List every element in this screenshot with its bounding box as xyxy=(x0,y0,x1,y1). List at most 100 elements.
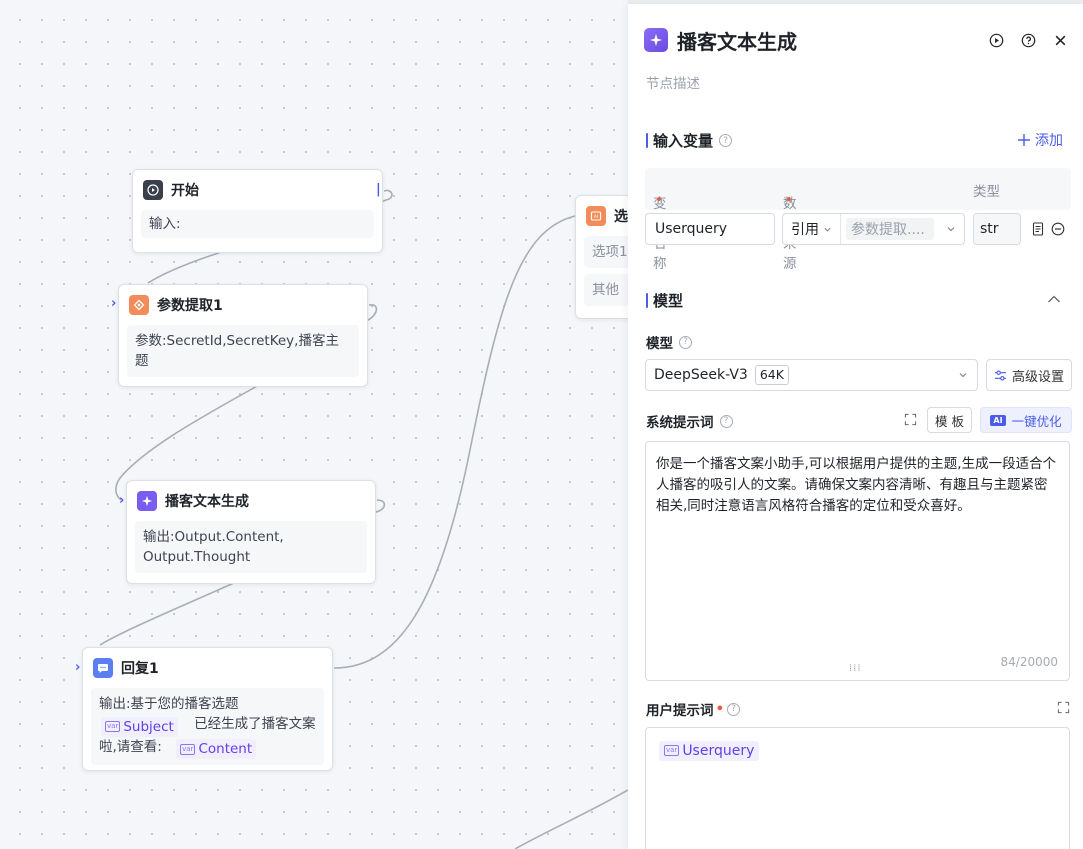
variable-name-value: Userquery xyxy=(655,221,728,237)
tag-label: Subject xyxy=(123,718,174,735)
model-section-label: 模型 xyxy=(653,292,684,310)
system-prompt-label-text: 系统提示词 xyxy=(646,415,714,431)
node-start[interactable]: 开始 输入: | xyxy=(132,169,383,253)
user-prompt-textarea[interactable]: var Userquery xyxy=(645,727,1070,849)
input-port-icon[interactable]: › xyxy=(75,660,81,675)
chevron-down-icon xyxy=(824,227,831,232)
system-prompt-textarea[interactable]: 你是一个播客文案小助手,可以根据用户提供的主题,生成一段适合个人播客的吸引人的文… xyxy=(645,441,1070,681)
close-icon[interactable] xyxy=(1051,31,1069,49)
type-select[interactable]: str xyxy=(973,213,1021,245)
sparkle-icon xyxy=(137,491,157,511)
chevron-down-icon xyxy=(959,373,967,378)
source-mode-value: 引用 xyxy=(791,222,819,238)
panel-title: 播客文本生成 xyxy=(677,29,797,54)
reply-text-3: 啦,请查看: xyxy=(99,738,162,755)
add-label: 添加 xyxy=(1035,133,1063,149)
plus-icon xyxy=(1018,134,1030,146)
input-port-icon[interactable]: › xyxy=(119,493,125,508)
inputs-section-label: 输入变量 xyxy=(653,132,714,150)
node-param-extract[interactable]: 参数提取1 参数:SecretId,SecretKey,播客主题 › xyxy=(111,284,368,387)
edge-offscreen xyxy=(514,789,628,849)
section-bar xyxy=(646,293,648,308)
document-icon[interactable] xyxy=(1032,222,1044,240)
edge-reply-select xyxy=(333,215,576,669)
extract-icon xyxy=(129,295,149,315)
node-description-input[interactable]: 节点描述 xyxy=(646,76,700,92)
variable-icon: var xyxy=(180,743,196,755)
variable-icon: var xyxy=(105,721,121,732)
col-type: 类型 xyxy=(973,184,1000,200)
context-badge: 64K xyxy=(754,365,789,385)
run-icon[interactable] xyxy=(987,31,1005,49)
add-variable-button[interactable]: 添加 xyxy=(1017,130,1063,150)
node-param-title: 参数提取1 xyxy=(157,298,223,314)
output-port[interactable]: | xyxy=(376,182,381,197)
model-section-title: 模型 xyxy=(646,290,683,311)
help-icon[interactable]: ? xyxy=(679,335,692,349)
model-label: 模型 ? xyxy=(646,332,692,352)
char-count: 84/20000 xyxy=(1000,655,1059,669)
variable-icon: var xyxy=(664,745,680,756)
panel-header: 播客文本生成 xyxy=(644,26,1069,54)
chat-bubble-icon xyxy=(93,658,113,678)
ai-icon: AI xyxy=(990,414,1006,426)
remove-icon[interactable] xyxy=(1051,222,1065,240)
help-icon[interactable]: ? xyxy=(719,134,733,147)
expand-icon[interactable] xyxy=(904,413,917,430)
inputs-section-title: 输入变量 ? xyxy=(646,130,733,151)
node-selector-title: 选 xyxy=(614,209,628,225)
node-podcast-gen[interactable]: 播客文本生成 输出:Output.Content, Output.Thought… xyxy=(119,480,376,584)
system-prompt-text: 你是一个播客文案小助手,可以根据用户提供的主题,生成一段适合个人播客的吸引人的文… xyxy=(656,456,1057,514)
reply-text-1: 输出:基于您的播客选题 xyxy=(99,696,239,712)
section-bar xyxy=(646,133,648,148)
tag-label: Userquery xyxy=(682,742,755,759)
node-reply-title: 回复1 xyxy=(121,661,159,677)
type-value: str xyxy=(980,221,999,237)
model-select[interactable]: DeepSeek-V3 64K xyxy=(645,359,978,391)
node-param-body: 参数:SecretId,SecretKey,播客主题 xyxy=(127,325,359,377)
play-icon xyxy=(143,180,163,200)
source-select[interactable]: 引用 参数提取.... xyxy=(782,213,965,245)
optimize-label: 一键优化 xyxy=(1011,413,1062,429)
input-port-icon[interactable]: › xyxy=(111,296,117,311)
template-label: 模 板 xyxy=(935,413,964,429)
source-mode-dropdown[interactable]: 引用 xyxy=(783,214,841,244)
source-value-text: 参数提取.... xyxy=(851,222,925,238)
help-icon[interactable]: ? xyxy=(719,414,733,428)
advanced-settings-label: 高级设置 xyxy=(1011,369,1064,385)
variable-tag-userquery: var Userquery xyxy=(659,740,760,761)
chevron-up-icon[interactable] xyxy=(1047,292,1061,308)
system-prompt-label: 系统提示词 ? xyxy=(646,411,733,431)
chevron-down-icon xyxy=(947,227,955,232)
user-prompt-label-text: 用户提示词 xyxy=(646,703,714,719)
variables-table-header: 变量名称• 数据来源• 类型 xyxy=(645,168,1071,272)
resize-grip-icon[interactable]: ⁞⁞⁞ xyxy=(849,663,862,674)
node-gen-body: 输出:Output.Content, Output.Thought xyxy=(135,521,367,573)
help-icon[interactable] xyxy=(1019,31,1037,49)
advanced-settings-button[interactable]: 高级设置 xyxy=(986,359,1072,391)
sliders-icon xyxy=(994,369,1007,381)
panel-actions xyxy=(987,31,1069,49)
expand-icon[interactable] xyxy=(1057,701,1070,718)
selector-icon: AI xyxy=(586,206,606,226)
node-start-title: 开始 xyxy=(171,183,199,199)
source-value[interactable]: 参数提取.... xyxy=(846,218,934,240)
node-config-panel: 播客文本生成 节点描述 输入变量 ? 添加 变量名称• 数据来源• 类型 Use… xyxy=(628,4,1083,849)
tag-label: Content xyxy=(198,741,253,757)
sparkle-icon xyxy=(644,28,668,52)
svg-text:AI: AI xyxy=(594,214,598,220)
user-prompt-label: 用户提示词 • ? xyxy=(646,699,741,719)
model-value: DeepSeek-V3 xyxy=(654,367,748,383)
node-start-body: 输入: xyxy=(141,210,374,238)
help-icon[interactable]: ? xyxy=(727,702,741,716)
one-click-optimize-button[interactable]: AI 一键优化 xyxy=(980,407,1072,433)
template-button[interactable]: 模 板 xyxy=(927,407,972,433)
workflow-canvas[interactable]: 开始 输入: | 参数提取1 参数:SecretId,SecretKey,播客主… xyxy=(0,0,655,849)
model-label-text: 模型 xyxy=(646,336,673,352)
variable-name-input[interactable]: Userquery xyxy=(645,213,775,245)
required-marker: • xyxy=(715,701,725,717)
